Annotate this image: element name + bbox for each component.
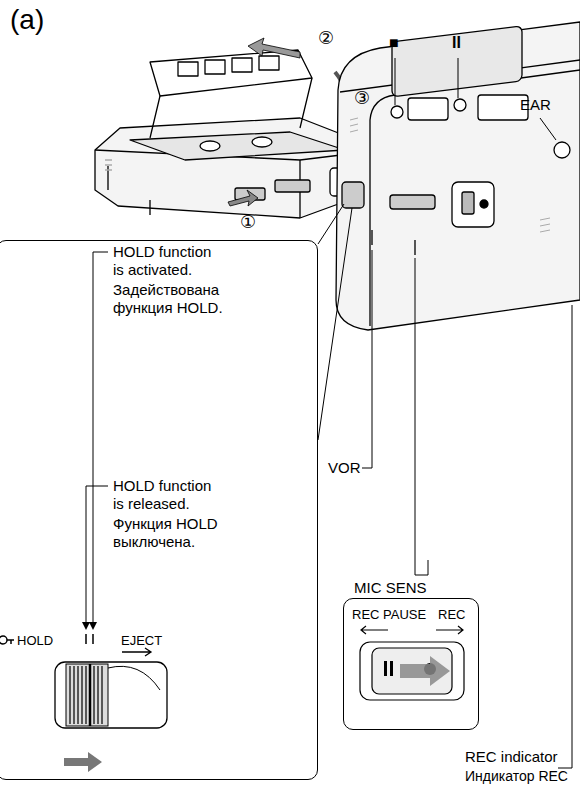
box-text: HOLD function is activated.	[113, 243, 225, 279]
rec-inset-box: REC PAUSE REC	[343, 598, 479, 730]
pause-symbol: II	[452, 34, 461, 52]
stop-symbol: ■	[389, 34, 399, 52]
box-text: HOLD	[17, 632, 53, 650]
callout-number: ③	[354, 88, 370, 109]
box-text: Задействована функция HOLD.	[113, 281, 225, 317]
callout-box: HOLD function is activated.Задействована…	[0, 240, 318, 780]
part-name: MIC SENS	[354, 579, 427, 596]
figure-tag: (a)	[10, 4, 44, 36]
callout-number: ①	[240, 212, 256, 233]
box-text: EJECT	[121, 632, 162, 650]
part-name: Индикатор REC	[465, 768, 568, 784]
box-text: REC	[438, 606, 465, 624]
part-name: REC indicator	[465, 748, 558, 765]
box-text: HOLD function is released.	[113, 477, 225, 513]
box-text: Функция HOLD выключена.	[113, 515, 225, 551]
part-name: EAR	[520, 96, 551, 113]
box-text: REC PAUSE	[352, 606, 426, 624]
callout-number: ②	[318, 28, 334, 49]
part-name: VOR	[328, 459, 361, 476]
